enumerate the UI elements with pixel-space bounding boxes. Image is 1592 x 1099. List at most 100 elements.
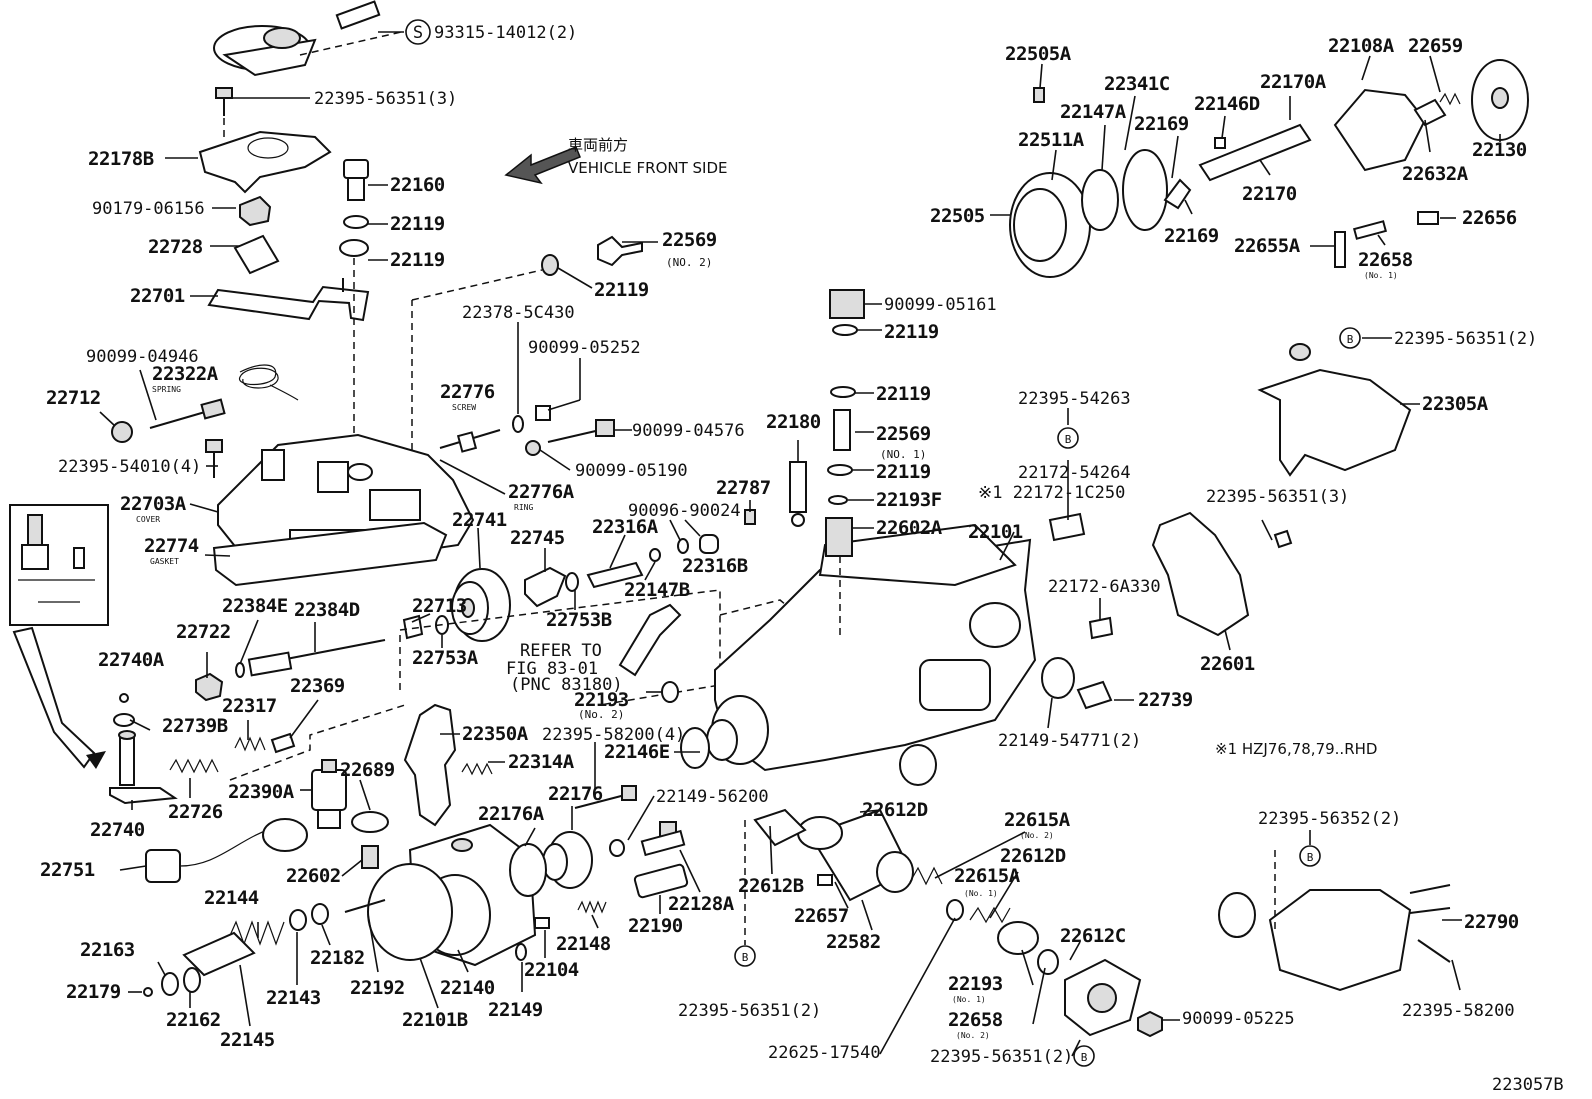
part-callout: 22395-56352(2)	[1258, 809, 1401, 829]
part-callout: 22701	[130, 285, 185, 307]
part-callout-sub: GASKET	[150, 557, 179, 566]
part-callout-sub: RING	[514, 503, 533, 512]
b-marker: B	[1299, 845, 1321, 867]
part-callout: 90099-04946	[86, 347, 199, 367]
part-callout: 22119	[390, 249, 445, 271]
part-callout: 22176	[548, 783, 603, 805]
part-callout: 22305A	[1422, 393, 1489, 415]
part-callout: 90099-05252	[528, 338, 641, 358]
part-callout: 22369	[290, 675, 345, 697]
direction-label: 車両前方 VEHICLE FRONT SIDE	[568, 136, 728, 177]
part-callout: 22193	[948, 973, 1003, 995]
part-callout: 22741	[452, 509, 507, 531]
spring-22144	[227, 920, 285, 946]
part-callout: 22170	[1242, 183, 1297, 205]
svg-text:B: B	[742, 951, 749, 964]
part-callout: 22144	[204, 887, 259, 909]
svg-text:B: B	[1307, 851, 1314, 864]
b-marker: B	[734, 945, 756, 967]
fitting-part	[618, 603, 682, 677]
b-marker: B	[1339, 327, 1361, 349]
part-callout: 22146E	[604, 741, 670, 763]
part-callout: 90179-06156	[92, 199, 205, 219]
refer-to-line-2: FIG 83-01	[506, 659, 598, 679]
part-callout-sub: (No. 1)	[952, 995, 986, 1004]
bracket-22305a	[1257, 368, 1412, 477]
part-callout: 22163	[80, 939, 135, 961]
connector-22751	[145, 818, 308, 883]
part-callout: 22657	[794, 905, 849, 927]
part-callout: 22774	[144, 535, 199, 557]
part-callout: 22322A	[152, 363, 219, 385]
part-callout-sub: (No. 2)	[578, 708, 624, 721]
part-callout: 22101B	[402, 1009, 468, 1031]
part-callout: 22190	[628, 915, 683, 937]
part-callout: 22703A	[120, 493, 187, 515]
part-callout: 93315-14012(2)	[434, 23, 577, 43]
part-callout-sub: (No. 1)	[964, 889, 998, 898]
part-callout: 22612D	[862, 799, 928, 821]
fitting-column	[789, 289, 865, 640]
part-callout: 22384E	[222, 595, 288, 617]
part-callout: 90099-04576	[632, 421, 745, 441]
part-callout: 22658	[948, 1009, 1003, 1031]
part-callout: 22395-54263	[1018, 389, 1131, 409]
governor-assembly	[1009, 59, 1529, 278]
svg-text:B: B	[1347, 333, 1354, 346]
part-callout: 22505A	[1005, 43, 1072, 65]
part-callout: 22790	[1464, 911, 1519, 933]
part-callout: 22119	[876, 383, 931, 405]
part-callout: 22178B	[88, 148, 154, 170]
part-drawings	[9, 0, 1529, 1038]
part-callout: 22655A	[1234, 235, 1301, 257]
part-callout: 22395-58200	[1402, 1001, 1515, 1021]
part-callout: 22182	[310, 947, 365, 969]
part-callout-sub: (NO. 2)	[666, 256, 712, 269]
bolt-90099-04576	[525, 419, 615, 456]
part-callout: 22149-54771(2)	[998, 731, 1141, 751]
part-callout: 22602A	[876, 517, 943, 539]
part-callout: 22713	[412, 595, 467, 617]
inset-detail-box	[9, 504, 109, 769]
small-bolt-part	[205, 439, 223, 478]
part-callout: 22148	[556, 933, 611, 955]
part-callout: 22569	[876, 423, 931, 445]
part-callout: 22160	[390, 174, 445, 196]
direction-label-en: VEHICLE FRONT SIDE	[568, 159, 728, 177]
part-callout: 22511A	[1018, 129, 1085, 151]
part-callout: 22108A	[1328, 35, 1395, 57]
part-callout: 22739B	[162, 715, 228, 737]
screw-part	[215, 87, 233, 140]
part-callout: 22384D	[294, 599, 360, 621]
part-callout: 22193	[574, 689, 629, 711]
refer-to-note: REFER TO FIG 83-01 (PNC 83180)	[506, 641, 623, 695]
direction-label-jp: 車両前方	[568, 136, 628, 154]
shaft-22384d	[235, 639, 386, 678]
part-callout: 22615A	[954, 865, 1021, 887]
part-callout: 22180	[766, 411, 821, 433]
spring-22726	[169, 758, 219, 774]
s-marker: S	[405, 19, 431, 45]
part-callout: 22787	[716, 477, 771, 499]
long-bolt-part	[149, 398, 226, 429]
part-22745	[524, 566, 567, 608]
part-callout: 22753B	[546, 609, 612, 631]
sensor-22569-no2	[541, 235, 643, 276]
part-callout: 22632A	[1402, 163, 1469, 185]
part-callout: 22341C	[1104, 73, 1170, 95]
distributor-head-22140	[367, 823, 537, 967]
part-22740	[109, 730, 178, 805]
part-callout: 22601	[1200, 653, 1255, 675]
footnote: ※1 HZJ76,78,79..RHD	[1215, 740, 1377, 758]
part-22790	[1218, 850, 1451, 992]
part-callout: 22179	[66, 981, 121, 1003]
part-callout: 22712	[46, 387, 101, 409]
part-callout: 22350A	[462, 723, 529, 745]
part-callout-sub: COVER	[136, 515, 160, 524]
part-22128a	[633, 821, 689, 899]
part-callout: 22316A	[592, 516, 659, 538]
part-callout: 22130	[1472, 139, 1527, 161]
part-callout: 22395-54010(4)	[58, 457, 201, 477]
part-callout: 22615A	[1004, 809, 1071, 831]
